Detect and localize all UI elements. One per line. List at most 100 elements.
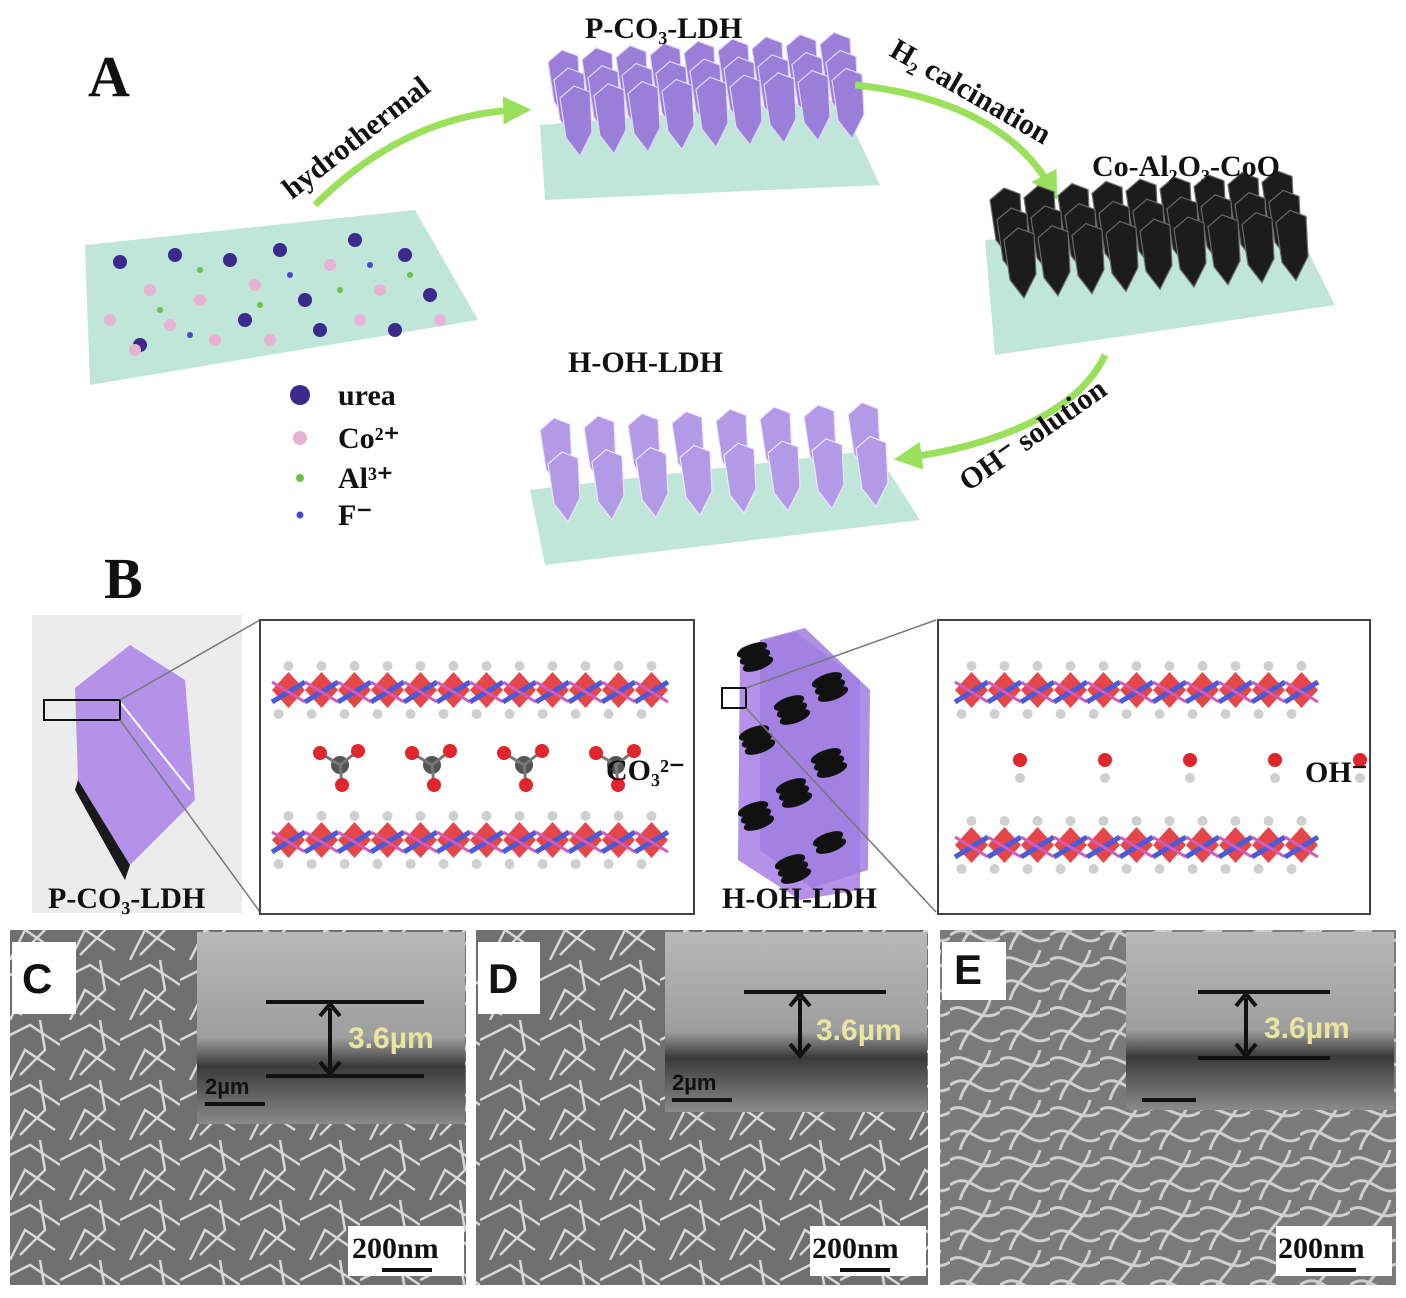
nanoplate (627, 80, 661, 153)
p-co3-ldh-array (540, 31, 880, 200)
hydrogen-atom (504, 709, 515, 719)
hydrogen-atom (1032, 661, 1043, 671)
hydrogen-atom (382, 811, 393, 821)
hydrogen-atom (1253, 864, 1264, 874)
nanoplate (1139, 218, 1173, 291)
metal-bond (403, 680, 438, 704)
metal-bond (337, 830, 372, 854)
hydrogen-atom (1088, 864, 1099, 874)
metal-bond (1251, 680, 1286, 704)
hydrogen-atom (1121, 709, 1132, 719)
hydrogen-atom (1197, 816, 1208, 826)
carbonate-oxygen (627, 744, 641, 758)
nanoplate (547, 451, 581, 524)
legend-label-al: Al³⁺ (338, 462, 393, 495)
metal-bond (436, 830, 471, 854)
metal-bond (469, 830, 504, 854)
metal-bond (370, 830, 405, 854)
hydrogen-atom (306, 709, 317, 719)
metal-bond (1284, 680, 1319, 704)
oxygen-vacancy-spot (742, 656, 774, 672)
hydrogen-atom (481, 811, 492, 821)
sem-letter-c: C (22, 955, 52, 1002)
caption-co-al2o3-coo: Co-Al₂O₃-CoO (1092, 150, 1280, 183)
panel-letter-a: A (88, 44, 130, 109)
hydrogen-atom (537, 859, 548, 869)
oxygen-vacancy-spot (813, 755, 845, 771)
hydrogen-atom (547, 811, 558, 821)
metal-bond (954, 680, 989, 704)
h-oh-ldh-array (530, 401, 920, 565)
metal-bond (271, 680, 306, 704)
metal-bond (634, 680, 669, 704)
hydrogen-atom (514, 661, 525, 671)
hydrogen-atom (1230, 816, 1241, 826)
hydrogen-atom (956, 864, 967, 874)
metal-bond (304, 830, 339, 854)
label-co3-anion: CO₃²⁻ (606, 754, 685, 787)
hydrogen-atom (999, 661, 1010, 671)
oxygen-vacancy-spot (740, 808, 772, 824)
hydrogen-atom (273, 859, 284, 869)
oxygen-vacancy-spot (817, 686, 849, 702)
metal-bond (535, 680, 570, 704)
hydrogen-atom (1296, 661, 1307, 671)
hydroxide-oxygen (1098, 753, 1112, 767)
sem-inset-d (665, 932, 927, 1112)
hydrogen-atom (1088, 709, 1099, 719)
hydrogen-atom (1263, 661, 1274, 671)
hydrogen-atom (1065, 661, 1076, 671)
hydrogen-atom (570, 859, 581, 869)
hydrogen-atom (438, 709, 449, 719)
hydrogen-atom (956, 709, 967, 719)
hydrogen-atom (1164, 661, 1175, 671)
metal-bond (601, 830, 636, 854)
metal-bond (370, 680, 405, 704)
hydrogen-atom (481, 661, 492, 671)
hydrogen-atom (1220, 709, 1231, 719)
hydrogen-atom (415, 661, 426, 671)
sem-thickness-e: 3.6µm (1264, 1012, 1350, 1045)
oxygen-vacancy-spot (815, 838, 847, 854)
metal-bond (1119, 680, 1154, 704)
hydrogen-atom (1032, 816, 1043, 826)
metal-bond (337, 680, 372, 704)
panel-a: A (85, 12, 1335, 565)
nanoplate (763, 72, 797, 144)
oxygen-vacancy-spot (744, 739, 776, 755)
hydrogen-atom (989, 709, 1000, 719)
legend-swatch-urea (290, 385, 310, 405)
hydroxide-oxygen (1268, 753, 1282, 767)
hydrogen-atom (514, 811, 525, 821)
nanoplate (797, 69, 831, 142)
carbonate-oxygen (351, 744, 365, 758)
metal-bond (502, 680, 537, 704)
hydrogen-atom (570, 709, 581, 719)
carbonate-oxygen (535, 744, 549, 758)
hydrogen-atom (471, 859, 482, 869)
carbonate-oxygen (497, 746, 511, 760)
hydrogen-atom (1121, 864, 1132, 874)
crystal-structure-oh (937, 619, 1371, 915)
hydrogen-atom (1187, 709, 1198, 719)
hydrogen-atom (1253, 709, 1264, 719)
co-al2o3-coo-array (985, 169, 1335, 355)
metal-bond (1086, 835, 1121, 859)
hydrogen-atom (603, 709, 614, 719)
oxygen-vacancy-spot (778, 785, 810, 801)
hydrogen-atom (372, 709, 383, 719)
oxygen-vacancy-spot (779, 709, 811, 725)
hydrogen-atom (537, 709, 548, 719)
nanoplate (1173, 216, 1207, 289)
sem-panel-c: 3.6µm 2µm C 200nm (10, 930, 466, 1285)
hydrogen-atom (283, 661, 294, 671)
hydrogen-atom (448, 811, 459, 821)
metal-bond (1185, 835, 1220, 859)
metal-bond (987, 835, 1022, 859)
metal-bond (535, 830, 570, 854)
nanoplate (661, 78, 695, 151)
hydrogen-atom (966, 661, 977, 671)
metal-bond (403, 830, 438, 854)
metal-bond (304, 680, 339, 704)
